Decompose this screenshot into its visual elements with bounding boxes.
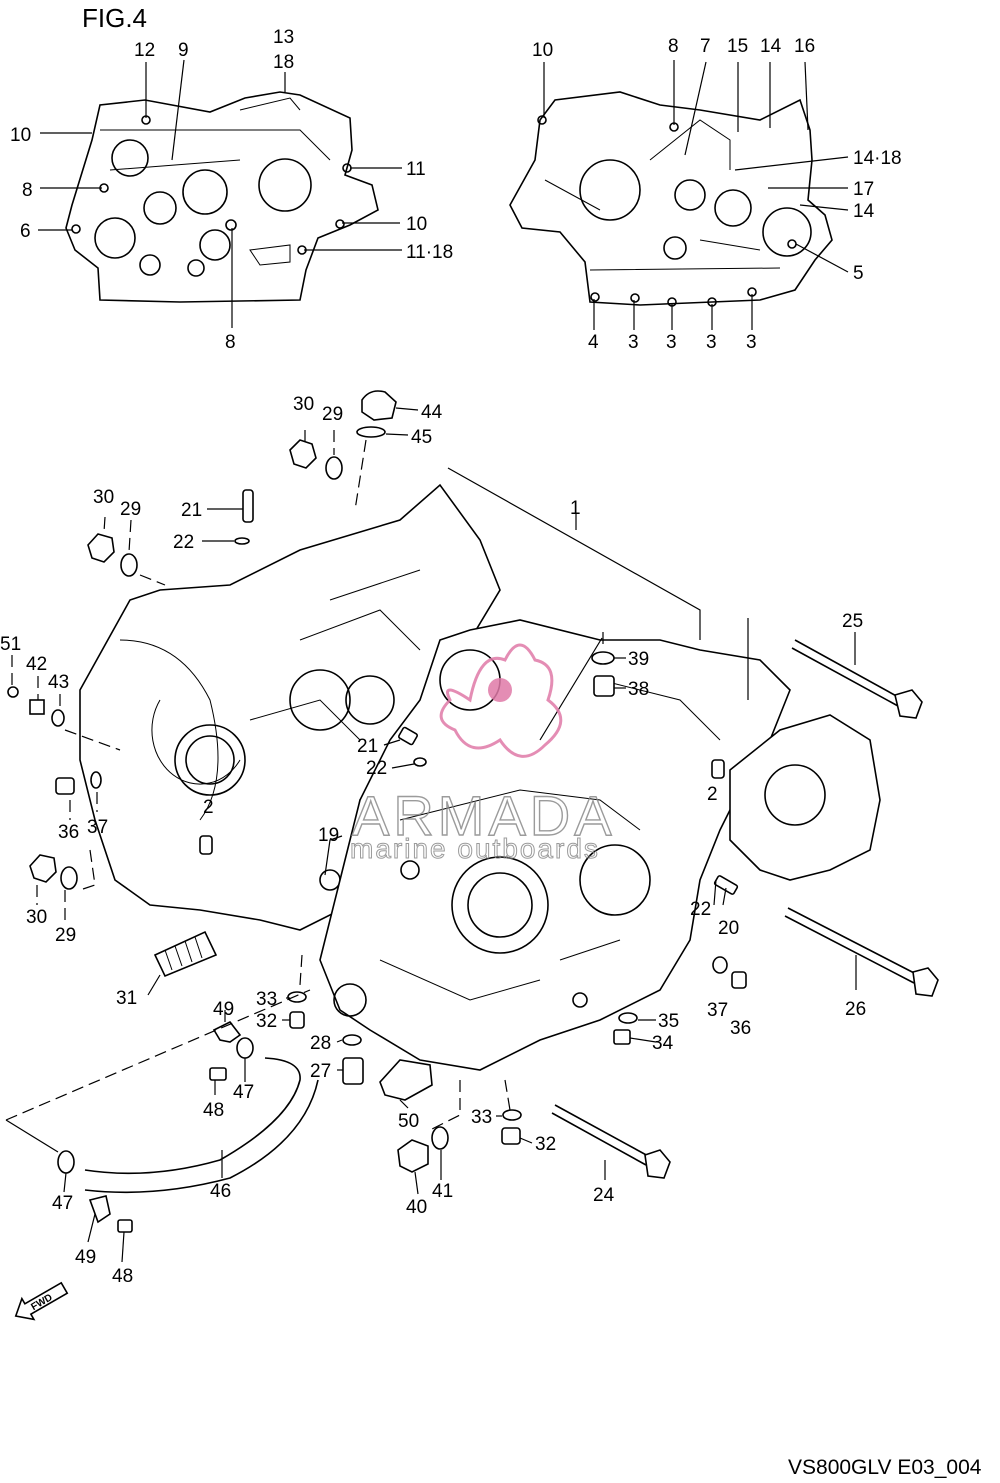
callout-7: 7 — [700, 36, 711, 57]
main-crankcase-assembly — [7, 390, 939, 1233]
callout-32: 32 — [256, 1011, 277, 1032]
callout-10: 10 — [10, 125, 31, 146]
callout-29: 29 — [120, 499, 141, 520]
callout-37: 37 — [87, 817, 108, 838]
callout-47: 47 — [52, 1193, 73, 1214]
callout-14: 14 — [760, 36, 782, 57]
callout-46: 46 — [210, 1181, 231, 1202]
callout-3: 3 — [706, 332, 717, 353]
callout-41: 41 — [432, 1181, 453, 1202]
callout-28: 28 — [310, 1033, 331, 1054]
callout-26: 26 — [845, 999, 866, 1020]
figure-title: FIG.4 — [82, 3, 147, 33]
callout-4: 4 — [588, 332, 599, 353]
callout-20: 20 — [718, 918, 739, 939]
callout-1: 1 — [570, 498, 581, 519]
callout-8: 8 — [225, 332, 236, 353]
callout-21: 21 — [357, 736, 378, 757]
callout-22: 22 — [173, 532, 194, 553]
callout-48: 48 — [112, 1266, 133, 1287]
callout-11-18: 11·18 — [406, 242, 453, 263]
callout-19: 19 — [318, 825, 339, 846]
callout-3: 3 — [666, 332, 677, 353]
callout-36: 36 — [730, 1018, 751, 1039]
callout-27: 27 — [310, 1061, 331, 1082]
callout-45: 45 — [411, 427, 432, 448]
callout-30: 30 — [293, 394, 314, 415]
callout-31: 31 — [116, 988, 137, 1009]
callout-24: 24 — [593, 1185, 615, 1206]
callout-33: 33 — [256, 989, 277, 1010]
callout-5: 5 — [853, 263, 864, 284]
callout-39: 39 — [628, 649, 649, 670]
callout-10: 10 — [532, 40, 553, 61]
watermark-brand: ARMADA — [352, 784, 616, 847]
callout-49: 49 — [75, 1247, 96, 1268]
callout-36: 36 — [58, 822, 79, 843]
left-crankcase-half-view — [65, 91, 379, 303]
callout-33: 33 — [471, 1107, 492, 1128]
callout-22: 22 — [366, 758, 387, 779]
callout-13: 13 — [273, 27, 294, 48]
callout-8: 8 — [668, 36, 679, 57]
callout-35: 35 — [658, 1011, 679, 1032]
callout-30: 30 — [26, 907, 47, 928]
callout-2: 2 — [707, 784, 718, 805]
watermark-tagline: marine outboards — [350, 833, 600, 864]
callout-48: 48 — [203, 1100, 224, 1121]
callout-30: 30 — [93, 487, 114, 508]
callout-42: 42 — [26, 654, 47, 675]
callout-32: 32 — [535, 1134, 556, 1155]
callout-29: 29 — [322, 404, 343, 425]
callout-38: 38 — [628, 679, 649, 700]
callout-50: 50 — [398, 1111, 419, 1132]
callout-6: 6 — [20, 221, 31, 242]
forward-direction-arrow: FWD — [14, 1281, 69, 1321]
callout-9: 9 — [178, 40, 189, 61]
watermark-logo-icon — [439, 643, 563, 758]
callout-29: 29 — [55, 925, 76, 946]
callout-labels: 12 9 13 18 10 8 6 11 10 11·18 8 10 8 7 1… — [0, 27, 902, 1287]
callout-14: 14 — [853, 201, 875, 222]
leader-lines — [5, 59, 857, 1263]
callout-15: 15 — [727, 36, 748, 57]
callout-8: 8 — [22, 180, 33, 201]
callout-34: 34 — [652, 1033, 674, 1054]
callout-43: 43 — [48, 672, 69, 693]
right-crankcase-half-view — [509, 91, 833, 307]
callout-10: 10 — [406, 214, 427, 235]
diagram-code: VS800GLV E03_004 — [788, 1456, 982, 1479]
callout-51: 51 — [0, 634, 21, 655]
callout-49: 49 — [213, 999, 234, 1020]
callout-37: 37 — [707, 1000, 728, 1021]
callout-25: 25 — [842, 611, 863, 632]
callout-18: 18 — [273, 52, 294, 73]
callout-21: 21 — [181, 500, 202, 521]
watermark: ARMADA marine outboards — [350, 643, 616, 865]
callout-2: 2 — [203, 797, 214, 818]
fwd-label: FWD — [29, 1292, 54, 1313]
callout-16: 16 — [794, 36, 815, 57]
callout-12: 12 — [134, 40, 155, 61]
callout-3: 3 — [628, 332, 639, 353]
callout-40: 40 — [406, 1197, 427, 1218]
callout-11: 11 — [406, 159, 426, 180]
callout-44: 44 — [421, 402, 443, 423]
callout-47: 47 — [233, 1082, 254, 1103]
callout-14-18: 14·18 — [853, 148, 902, 169]
callout-3: 3 — [746, 332, 757, 353]
callout-17: 17 — [853, 179, 874, 200]
callout-22: 22 — [690, 899, 711, 920]
